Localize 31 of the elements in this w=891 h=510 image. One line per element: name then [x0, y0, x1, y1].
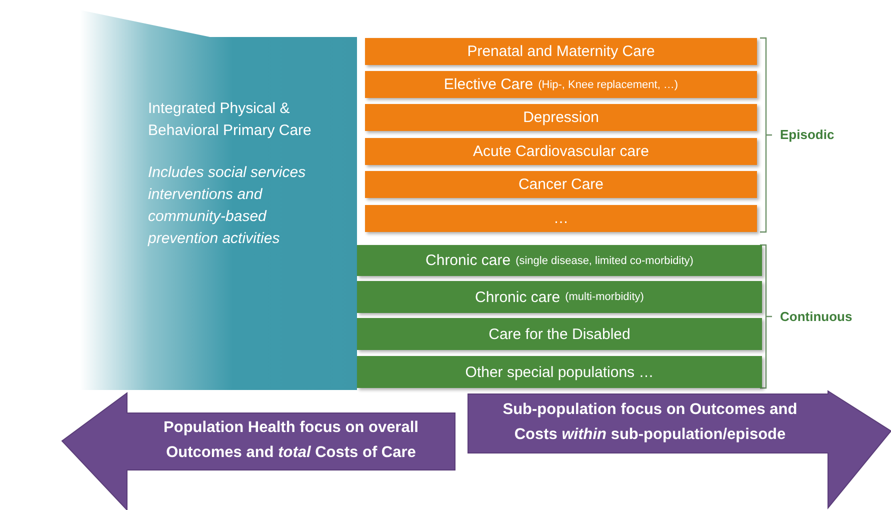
- pointer-banner: [468, 391, 891, 508]
- bar-label: Cancer Care: [518, 176, 604, 193]
- care-category-bar: [365, 171, 757, 198]
- care-category-bar: [365, 38, 757, 65]
- primary-care-panel: [80, 10, 357, 390]
- care-category-bar: [357, 356, 762, 388]
- care-category-bar: [357, 281, 762, 313]
- panel-description: Includes social services interventions and community-based prevention activities: [148, 163, 307, 249]
- bar-label: Acute Cardiovascular care: [473, 143, 649, 160]
- arrow-text: Population Health focus on overall Outcomes and total Costs of Care: [162, 418, 420, 463]
- bar-label: Depression: [523, 109, 599, 126]
- bar-label: Chronic care: [475, 288, 560, 306]
- care-category-bar: [357, 245, 762, 276]
- care-category-bar: [365, 71, 757, 98]
- panel-heading: Integrated Physical & Behavioral Primary Care: [148, 99, 312, 141]
- bar-label: Care for the Disabled: [488, 326, 630, 342]
- bar-label: …: [554, 210, 568, 227]
- arrow-text: Sub-population focus on Outcomes and Costs within sub-population/episode: [502, 400, 798, 445]
- bar-label: Elective Care: [444, 76, 534, 93]
- bracket-label: Episodic: [780, 127, 834, 142]
- bar-note: (single disease, limited co-morbidity): [516, 254, 694, 266]
- care-category-bar: [365, 205, 757, 232]
- bracket-label: Continuous: [780, 309, 852, 324]
- care-category-bar: [365, 138, 757, 165]
- bar-note: (Hip-, Knee replacement, …): [538, 78, 678, 90]
- bar-label: Prenatal and Maternity Care: [467, 43, 655, 60]
- care-category-bar: [365, 104, 757, 131]
- bar-label: Other special populations …: [465, 364, 654, 380]
- bar-note: (multi-morbidity): [565, 291, 644, 303]
- care-category-bar: [357, 318, 762, 350]
- bar-label: Chronic care: [426, 252, 511, 269]
